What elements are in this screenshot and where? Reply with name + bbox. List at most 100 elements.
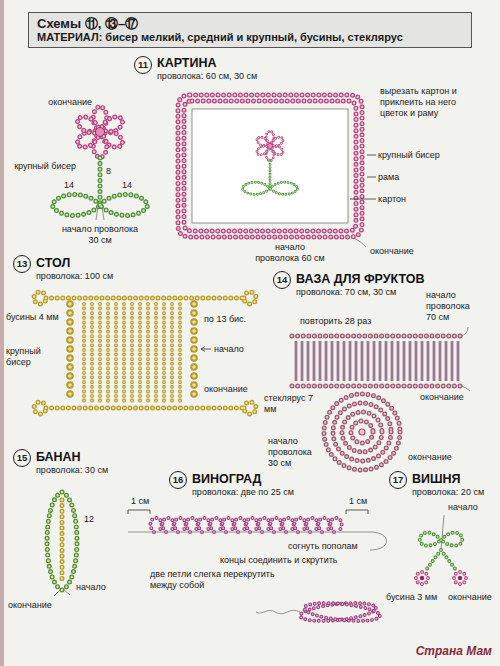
part-label: рама [378,172,438,183]
grape-chain-figure-part [174,518,185,532]
section-number: 11 [134,56,152,74]
callout-number: 13 [17,259,28,269]
small-flower-figure-part [268,135,285,149]
small-flower-figure-part [269,161,270,188]
grape-chain-figure-part [294,518,305,532]
vase-figure-part [342,412,382,452]
section-number: 16 [169,471,187,489]
end-note: окончание [370,246,440,257]
table-figure-part [70,304,194,402]
banana-figure-part [47,492,77,590]
grape-chain-figure-part [210,518,221,532]
section-title: СТОЛ [36,256,136,270]
start-note: начало [214,344,264,355]
cherry-figure [416,515,466,584]
bead-count: 14 [122,180,138,191]
leader-line [350,155,376,199]
grape-chain-figure-part [282,518,293,532]
vase-figure [292,336,462,470]
grape-chain-figure-part [270,518,281,532]
flower-figure-part [98,158,103,205]
grape-chain-figure-part [246,518,257,532]
grape-chain-figure-part [318,518,329,532]
part-label: стеклярус 7 мм [264,393,320,415]
callout-number: 17 [393,475,404,485]
grape-chain-figure-part [270,518,281,532]
wire-length: проволока: две по 25 см [192,487,342,498]
small-flower-figure [242,131,298,195]
grape-chain-figure-part [210,518,221,532]
instruction-note: вырезать картон и приклеить на него цвет… [380,86,484,119]
picture-frame [178,95,362,237]
repeat-note: повторить 28 раз [300,316,410,327]
table-figure-part [84,304,180,402]
end-note: окончание [448,592,496,603]
wire-length: проволока: 30 см [36,465,136,476]
section-title: ВИНОГРАД [192,472,312,486]
small-flower-figure-part [267,143,272,148]
instruction-note: согнуть пополам [288,541,368,552]
grape-chain-figure-part [150,518,161,532]
grape-chain-figure-part [246,518,257,532]
twisted-loops-figure-part [303,600,380,624]
material-note: МАТЕРИАЛ: бисер мелкий, средний и крупны… [37,31,463,44]
wire-length: проволока: 100 см [36,271,156,282]
vase-figure-part [324,394,400,470]
flower-figure-part [52,194,100,215]
part-label: крупный бисер [12,161,76,172]
grape-chain-figure-part [150,518,161,532]
bead-count: по 13 бис. [204,314,264,325]
grape-chain-figure-part [174,518,185,532]
small-flower-figure-part [268,143,285,157]
grape-chain-figure-part [258,518,269,532]
wire-length: проволока: 20 см [412,487,498,498]
cherry-figure-part [426,550,456,570]
cherry-figure-part [426,550,456,570]
flower-figure-part [100,194,148,215]
part-label: крупный бисер [6,346,64,368]
vase-figure-part [351,421,373,443]
flower-figure-part [100,194,148,215]
start-note: начало проволока 30 см [60,224,140,246]
picture-frame-part [178,95,362,237]
grape-chain-figure-part [128,510,368,514]
cherry-figure-part [454,572,466,584]
grape-chain-figure-part [186,518,197,532]
cherry-figure-part [420,576,424,580]
section-number: 13 [13,255,31,273]
section-title: ВИШНЯ [412,472,492,486]
grape-chain-figure-part [330,518,341,532]
wire-length: проволока: 60 см, 30 см [157,71,297,82]
flower-figure-part [96,128,105,137]
callout-number: 16 [173,475,184,485]
twisted-loops-figure-part [256,610,300,613]
header-box: Схемы ⑪, ⑬–⑰МАТЕРИАЛ: бисер мелкий, сред… [28,12,472,48]
grape-chain-figure-part [306,518,317,532]
watermark: Страна Мам [396,644,492,658]
wire-length: проволока: 70 см, 30 см [296,287,424,298]
vase-figure-part [351,421,373,443]
vase-figure-part [324,394,400,470]
start-note: начало проволока 60 см [254,242,326,264]
cherry-figure-part [416,572,428,584]
picture-frame-part [178,95,362,237]
start-note: начало [76,582,126,593]
grape-chain-figure-part [162,518,173,532]
small-flower-figure-part [270,182,298,194]
vase-figure-part [292,336,462,386]
wire-tail [354,238,366,247]
vase-figure-part [296,341,458,381]
cherry-figure-part [454,572,466,584]
small-flower-figure-part [255,135,272,149]
grape-chain-figure-part [198,518,209,532]
grape-chain-figure-part [222,518,233,532]
grape-chain-figure-part [198,518,209,532]
instruction-note: концы соединить и скрутить [220,555,370,566]
grape-chain-figure-part [282,518,293,532]
picture-frame-part [184,101,356,231]
section-title: БАНАН [36,450,136,464]
picture-frame-part [184,101,356,231]
vase-figure-part [292,336,462,386]
part-label: бусина 3 мм [386,592,444,603]
twisted-loops-figure [256,600,381,624]
